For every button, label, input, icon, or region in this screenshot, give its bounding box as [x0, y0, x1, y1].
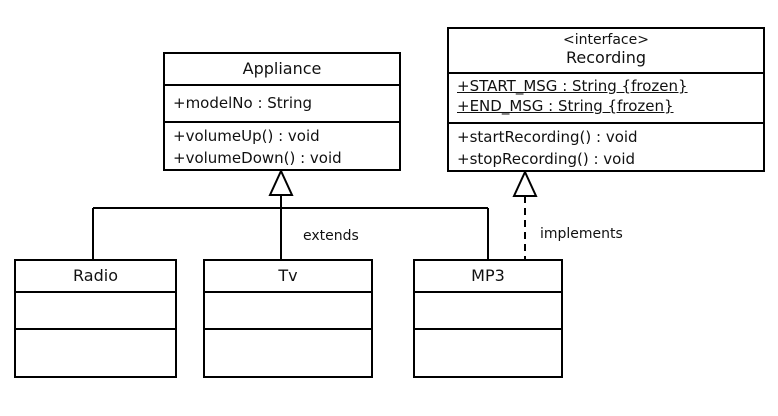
- attributes: [415, 291, 561, 328]
- attributes: +START_MSG : String {frozen} +END_MSG : …: [449, 72, 763, 122]
- class-mp3[interactable]: MP3: [413, 259, 563, 378]
- method: +startRecording() : void: [457, 128, 638, 146]
- methods: [415, 328, 561, 376]
- class-name: Radio: [73, 266, 118, 285]
- class-radio[interactable]: Radio: [14, 259, 177, 378]
- methods: +startRecording() : void +stopRecording(…: [449, 122, 763, 172]
- attribute: +START_MSG : String {frozen}: [457, 77, 688, 95]
- implements-label: implements: [540, 226, 623, 242]
- stereotype: <interface>: [563, 32, 649, 48]
- attribute: +END_MSG : String {frozen}: [457, 97, 674, 115]
- method: +stopRecording() : void: [457, 150, 636, 168]
- generalization-arrowhead: [268, 168, 294, 196]
- method: +volumeDown() : void: [173, 149, 342, 167]
- class-header: <interface> Recording: [449, 29, 763, 72]
- interface-recording[interactable]: <interface> Recording +START_MSG : Strin…: [447, 27, 765, 172]
- class-name: Appliance: [242, 59, 322, 78]
- class-name: MP3: [471, 266, 505, 285]
- attributes: [16, 291, 175, 328]
- class-appliance[interactable]: Appliance +modelNo : String +volumeUp() …: [163, 52, 401, 171]
- class-tv[interactable]: Tv: [203, 259, 373, 378]
- attribute: +modelNo : String: [173, 94, 313, 112]
- methods: [205, 328, 371, 376]
- attributes: [205, 291, 371, 328]
- methods: [16, 328, 175, 376]
- class-name: Tv: [278, 266, 298, 285]
- class-name: Recording: [565, 48, 647, 67]
- extends-label: extends: [303, 228, 359, 244]
- attributes: +modelNo : String: [165, 84, 399, 121]
- realization-arrowhead: [512, 169, 538, 197]
- method: +volumeUp() : void: [173, 127, 320, 145]
- methods: +volumeUp() : void +volumeDown() : void: [165, 121, 399, 171]
